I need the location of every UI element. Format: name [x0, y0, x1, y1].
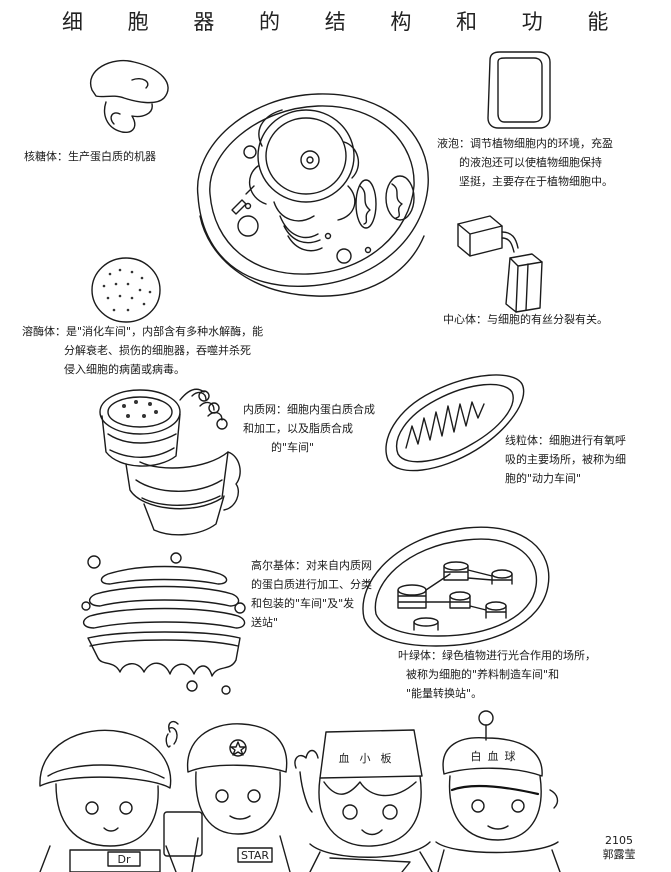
poster-title: 细 胞 器 的 结 构 和 功 能	[62, 10, 628, 34]
ribosome-drawing	[72, 52, 182, 152]
golgi-note: 高尔基体：对来自内质网 的蛋白质进行加工、分类 和包装的"车间"及"发 送站"	[251, 556, 372, 632]
signature: 2105 郭露莹	[584, 834, 654, 862]
officer-name-tag: STAR	[241, 849, 269, 862]
er-note-line-1: 内质网：细胞内蛋白质合成	[243, 403, 375, 416]
lysosome-note-line-1: 溶酶体：是"消化车间"，内部含有多种水解酶，能	[22, 325, 264, 338]
white-blood-cell-hat-label: 白血球	[471, 749, 522, 763]
character-platelet-nurse: Dr	[30, 726, 180, 872]
platelet-hat-label: 血小板	[339, 751, 402, 765]
golgi-note-line-4: 送站"	[251, 616, 279, 629]
lysosome-note: 溶酶体：是"消化车间"，内部含有多种水解酶，能 分解衰老、损伤的细胞器，吞噬并杀…	[22, 322, 263, 379]
lysosome-drawing	[88, 254, 164, 324]
mitochondria-note-line-2: 吸的主要场所，被称为细	[505, 453, 626, 466]
vacuole-note: 液泡：调节植物细胞内的环境，充盈 的液泡还可以使植物细胞保持 坚挺，主要存在于植…	[437, 134, 613, 191]
chloroplast-note-line-2: 被称为细胞的"养料制造车间"和	[406, 668, 560, 681]
ribosome-note: 核糖体：生产蛋白质的机器	[24, 150, 156, 163]
chloroplast-note: 叶绿体：绿色植物进行光合作用的场所， 被称为细胞的"养料制造车间"和 "能量转换…	[398, 646, 596, 703]
character-platelet-girl: 血小板	[290, 712, 440, 872]
character-white-blood-cell: 白血球	[434, 710, 564, 872]
cell-drawing	[188, 86, 438, 301]
centrosome-drawing	[454, 208, 554, 318]
mitochondria-note-line-1: 线粒体：细胞进行有氧呼	[505, 434, 626, 447]
chloroplast-note-line-1: 叶绿体：绿色植物进行光合作用的场所，	[398, 649, 596, 662]
mitochondrion-drawing	[380, 370, 526, 480]
mitochondria-note-line-3: 胞的"动力车间"	[505, 472, 582, 485]
mitochondria-note: 线粒体：细胞进行有氧呼 吸的主要场所，被称为细 胞的"动力车间"	[505, 431, 626, 488]
er-note-line-3: 的"车间"	[271, 441, 315, 454]
chloroplast-note-line-3: "能量转换站"。	[406, 687, 483, 700]
vacuole-note-line-2: 的液泡还可以使植物细胞保持	[459, 156, 602, 169]
character-officer: STAR	[170, 716, 300, 872]
vacuole-note-line-1: 液泡：调节植物细胞内的环境，充盈	[437, 137, 613, 150]
lysosome-note-line-3: 侵入细胞的病菌或病毒。	[64, 363, 185, 376]
golgi-drawing	[80, 550, 250, 700]
golgi-note-line-2: 的蛋白质进行加工、分类	[251, 578, 372, 591]
golgi-note-line-3: 和包装的"车间"及"发	[251, 597, 355, 610]
nurse-name-tag: Dr	[118, 853, 131, 866]
golgi-note-line-1: 高尔基体：对来自内质网	[251, 559, 372, 572]
er-note: 内质网：细胞内蛋白质合成 和加工，以及脂质合成 的"车间"	[243, 400, 375, 457]
vacuole-drawing	[484, 50, 554, 130]
lysosome-note-line-2: 分解衰老、损伤的细胞器，吞噬并杀死	[64, 344, 251, 357]
signature-class: 2105	[605, 834, 633, 847]
chloroplast-drawing	[356, 522, 556, 650]
er-drawing	[96, 380, 246, 540]
centrosome-note: 中心体：与细胞的有丝分裂有关。	[443, 313, 608, 326]
signature-name: 郭露莹	[602, 848, 636, 861]
vacuole-note-line-3: 坚挺，主要存在于植物细胞中。	[459, 175, 613, 188]
er-note-line-2: 和加工，以及脂质合成	[243, 422, 353, 435]
